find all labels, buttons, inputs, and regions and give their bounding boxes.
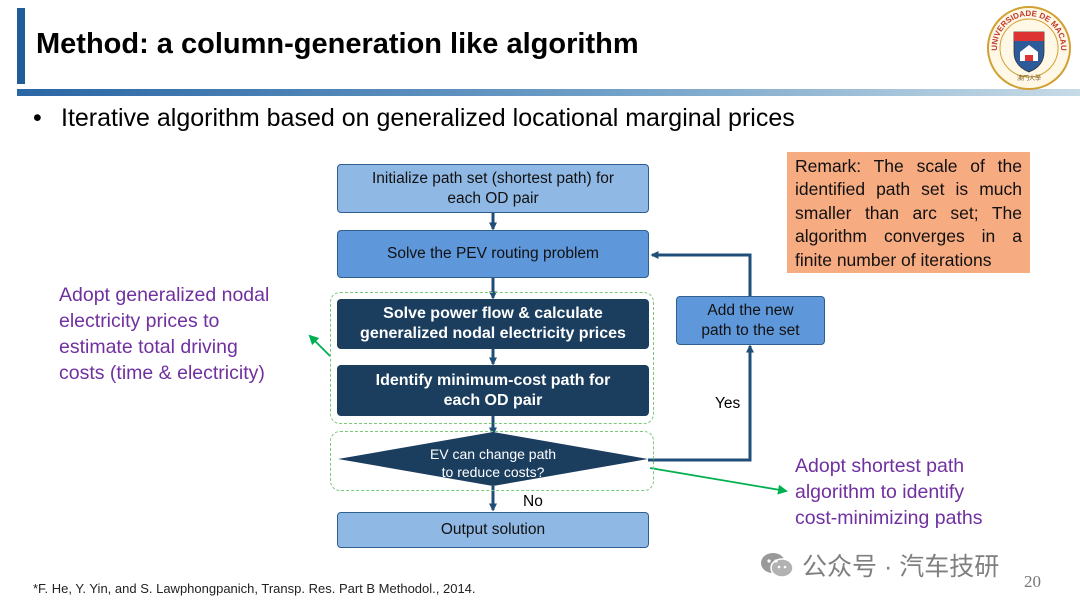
page-number: 20 <box>1024 572 1041 591</box>
left-note-line: electricity prices to <box>59 310 220 333</box>
min-cost-path-box: Identify minimum-cost path for each OD pa… <box>337 365 649 416</box>
left-note-line: Adopt generalized nodal <box>59 284 270 306</box>
power-flow-line1: Solve power flow & calculate <box>383 305 603 322</box>
right-note-line: algorithm to identify <box>795 481 965 504</box>
right-note-line: cost-minimizing paths <box>795 507 983 530</box>
power-flow-line2: generalized nodal electricity prices <box>360 325 626 342</box>
arrow-add-to-solve <box>650 251 752 296</box>
decision-diamond <box>338 432 648 486</box>
title-accent-bar <box>17 8 25 84</box>
init-line1: Initialize path set (shortest path) for <box>371 170 615 188</box>
output-solution-box: Output solution <box>337 512 649 548</box>
bullet-text: Iterative algorithm based on generalized… <box>61 104 795 132</box>
left-note-line: costs (time & electricity) <box>59 362 265 385</box>
yes-label: Yes <box>715 395 741 412</box>
green-arrow-right <box>649 467 788 495</box>
wechat-icon <box>761 553 794 578</box>
left-note-line: estimate total driving <box>59 336 238 359</box>
green-arrow-left <box>308 334 331 357</box>
add-path-line2: path to the set <box>701 321 800 339</box>
watermark: 公众号 · 汽车技研 <box>760 547 999 583</box>
decision-line1: EV can change path <box>429 446 557 462</box>
university-logo: UNIVERSIDADE DE MACAU 澳門大學 <box>987 6 1071 90</box>
solve-pev-label: Solve the PEV routing problem <box>387 245 599 263</box>
footnote: *F. He, Y. Yin, and S. Lawphongpanich, T… <box>33 581 476 596</box>
arrow-decision-yes <box>648 344 754 462</box>
min-cost-line2: each OD pair <box>443 391 543 409</box>
decision-group-outline <box>330 431 654 491</box>
add-path-line1: Add the new <box>707 302 794 320</box>
init-line2: each OD pair <box>447 189 539 207</box>
right-note-line: Adopt shortest path <box>795 455 965 477</box>
slide-title: Method: a column-generation like algorit… <box>36 28 639 60</box>
no-label: No <box>523 493 543 510</box>
solve-pev-box: Solve the PEV routing problem <box>337 230 649 278</box>
decision-text: EV can change path to reduce costs? <box>400 445 586 481</box>
logo-chinese-text: 澳門大學 <box>1017 74 1041 82</box>
right-annotation: Adopt shortest path algorithm to identif… <box>795 453 982 531</box>
min-cost-line1: Identify minimum-cost path for <box>375 371 611 389</box>
decision-line2: to reduce costs? <box>441 464 545 481</box>
power-flow-box: Solve power flow & calculate generalized … <box>337 299 649 349</box>
watermark-text: 公众号 · 汽车技研 <box>802 553 1000 581</box>
price-group-outline <box>330 292 654 424</box>
main-bullet: •Iterative algorithm based on generalize… <box>33 104 795 132</box>
header-divider <box>17 89 1080 96</box>
remark-box: Remark: The scale of the identified path… <box>787 152 1030 273</box>
output-label: Output solution <box>440 521 546 539</box>
left-annotation: Adopt generalized nodal electricity pric… <box>59 282 269 387</box>
